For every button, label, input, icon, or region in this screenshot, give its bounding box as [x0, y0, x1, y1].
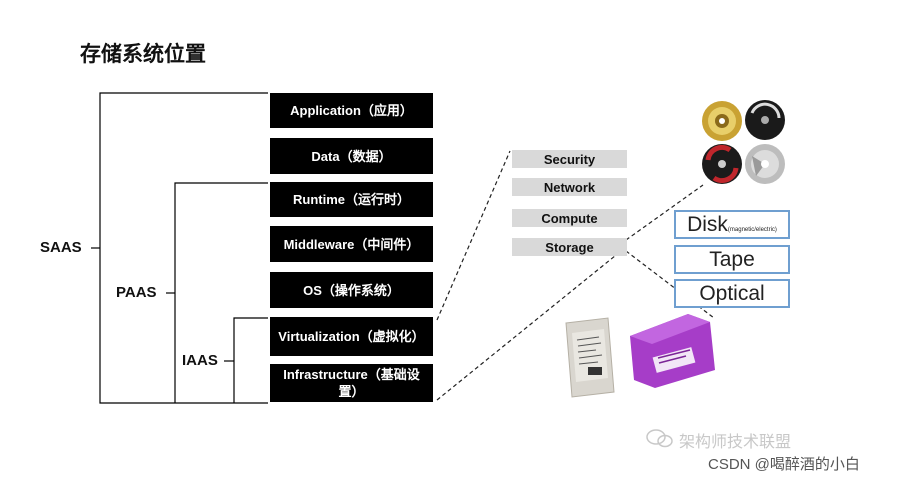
layer-runtime: Runtime（运行时） — [270, 182, 433, 217]
disk-note: (magnetic/electric) — [727, 226, 777, 233]
disc-red-icon — [702, 144, 742, 184]
storage-type-disk: Disk(magnetic/electric) — [674, 210, 790, 239]
disc-black-icon — [745, 100, 785, 140]
page-title: 存储系统位置 — [80, 43, 206, 66]
zoom-line-top — [436, 150, 511, 321]
component-storage: Storage — [512, 238, 627, 256]
storage-type-optical: Optical — [674, 279, 790, 308]
component-network: Network — [512, 178, 627, 196]
paas-label: PAAS — [116, 284, 157, 301]
iaas-bracket — [233, 317, 268, 403]
component-compute: Compute — [512, 209, 627, 227]
paas-bracket — [174, 182, 268, 403]
watermark-channel: 架构师技术联盟 — [679, 434, 792, 451]
disk-label: Disk — [687, 212, 728, 236]
watermark-source: CSDN @喝醉酒的小白 — [708, 456, 860, 473]
zoom-line-bottom — [436, 246, 627, 401]
layer-middleware: Middleware（中间件） — [270, 226, 433, 262]
iaas-label: IAAS — [182, 352, 218, 369]
storage-type-tape: Tape — [674, 245, 790, 274]
tape-cartridge-icon — [630, 314, 715, 388]
component-security: Security — [512, 150, 627, 168]
disc-silver-icon — [745, 144, 785, 184]
disc-gold-icon — [702, 101, 742, 141]
layer-os: OS（操作系统） — [270, 272, 433, 308]
ssd-drive-icon — [565, 317, 615, 398]
layer-application: Application（应用） — [270, 93, 433, 128]
wechat-icon — [646, 429, 673, 448]
saas-label: SAAS — [40, 239, 82, 256]
layer-data: Data（数据） — [270, 138, 433, 174]
layer-infrastructure: Infrastructure（基础设置） — [270, 364, 433, 402]
storage-to-optical-line — [625, 184, 704, 241]
layer-virtualization: Virtualization（虚拟化） — [270, 317, 433, 356]
